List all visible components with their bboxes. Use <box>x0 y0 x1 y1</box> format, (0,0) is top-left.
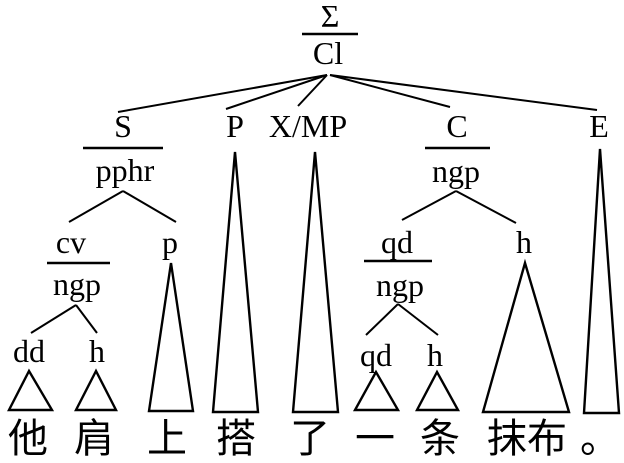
word-9-period: 。 <box>580 416 620 461</box>
branch-ngpqd-qd <box>365 303 399 336</box>
triangle-dd <box>7 368 55 412</box>
root-branches <box>117 74 598 113</box>
cl-label: Cl <box>313 35 343 71</box>
sigma-label: Σ <box>321 0 340 34</box>
branch-ngpc-qd <box>401 190 457 221</box>
h-c-label: h <box>516 224 532 260</box>
branch-pphr-p <box>122 190 177 223</box>
p-upper-label: P <box>226 108 244 144</box>
triangle-h-inner <box>415 369 461 412</box>
word-3: 上 <box>147 416 187 461</box>
branch-ngp-h <box>75 304 98 334</box>
s-subtree: pphr cv ngp dd h p <box>7 146 195 413</box>
branch-cl-e <box>329 74 598 111</box>
root-node: Σ Cl <box>302 0 358 71</box>
word-4: 搭 <box>216 416 256 461</box>
e-label: E <box>589 108 609 144</box>
branch-ngpqd-h <box>397 303 439 336</box>
word-6: 一 <box>355 416 395 461</box>
branch-cl-p <box>225 74 328 110</box>
h-cv-label: h <box>89 333 105 369</box>
branch-cl-xmp <box>297 74 328 107</box>
triangle-p-lower <box>147 262 195 413</box>
h-inner-label: h <box>427 337 443 373</box>
level1-labels: S P X/MP C E <box>114 108 609 144</box>
branch-pphr-cv <box>68 190 124 223</box>
word-7: 条 <box>420 416 460 461</box>
ngp-c-label: ngp <box>432 153 480 189</box>
word-8: 抹布 <box>487 416 567 461</box>
xmp-label: X/MP <box>269 108 347 144</box>
word-5: 了 <box>290 416 330 461</box>
triangle-h-c <box>481 258 571 414</box>
cv-label: cv <box>56 224 86 260</box>
word-2: 肩 <box>74 416 114 461</box>
branch-ngp-dd <box>30 304 77 334</box>
triangle-e <box>582 148 621 415</box>
triangle-xmp <box>291 151 340 414</box>
triangle-qd-inner <box>352 369 401 412</box>
pphr-label: pphr <box>96 152 155 188</box>
triangle-h-cv <box>74 368 118 412</box>
word-1: 他 <box>8 416 48 461</box>
ngp-qd-label: ngp <box>376 267 424 303</box>
branch-ngpc-h <box>455 190 517 224</box>
branch-cl-s <box>117 74 328 113</box>
dd-label: dd <box>13 333 45 369</box>
s-label: S <box>114 108 132 144</box>
c-label: C <box>446 108 467 144</box>
sentence-row: 他 肩 上 搭 了 一 条 抹布 。 <box>8 416 620 461</box>
c-subtree: ngp qd ngp qd h h <box>352 146 571 414</box>
branch-cl-c <box>329 74 451 108</box>
qd-inner-label: qd <box>360 337 392 373</box>
triangle-p-upper <box>211 151 260 414</box>
qd-label: qd <box>381 224 413 260</box>
p-lower-label: p <box>162 224 178 260</box>
ngp-cv-label: ngp <box>53 266 101 302</box>
